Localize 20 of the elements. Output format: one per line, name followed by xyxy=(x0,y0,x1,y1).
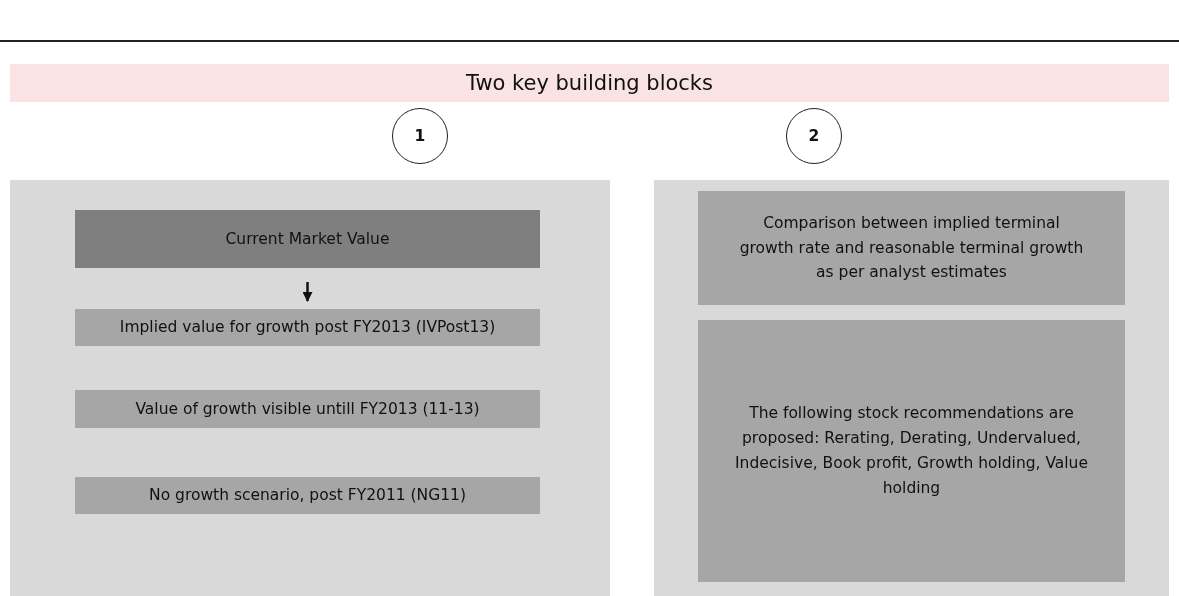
step-number: 1 xyxy=(413,125,427,147)
box-text: Current Market Value xyxy=(224,228,391,250)
arrow xyxy=(302,282,313,302)
box-text: No growth scenario, post FY2011 (NG11) xyxy=(148,485,467,507)
box-text: Implied value for growth post FY2013 (IVPost13) xyxy=(118,317,497,339)
number-circle xyxy=(786,108,842,164)
box-text: Value of growth visible untill FY2013 (11-13) xyxy=(134,398,481,420)
number-circle xyxy=(392,108,448,164)
panel-background xyxy=(10,180,610,596)
process-box xyxy=(698,320,1125,582)
process-box xyxy=(698,191,1125,305)
process-box xyxy=(75,477,540,514)
process-box xyxy=(75,390,540,428)
step-number: 2 xyxy=(807,125,821,147)
title: Two key building blocks xyxy=(466,71,713,95)
process-box xyxy=(75,210,540,268)
panel-background xyxy=(654,180,1169,596)
box-text: The following stock recommendations are proposed: Rerating, Derating, Undervalued, Indecisive, Book profit, Growth holding, Value holding xyxy=(734,403,1089,499)
box-text: Comparison between implied terminal growth rate and reasonable terminal growth as per analyst estimates xyxy=(738,212,1085,284)
process-box xyxy=(75,309,540,346)
